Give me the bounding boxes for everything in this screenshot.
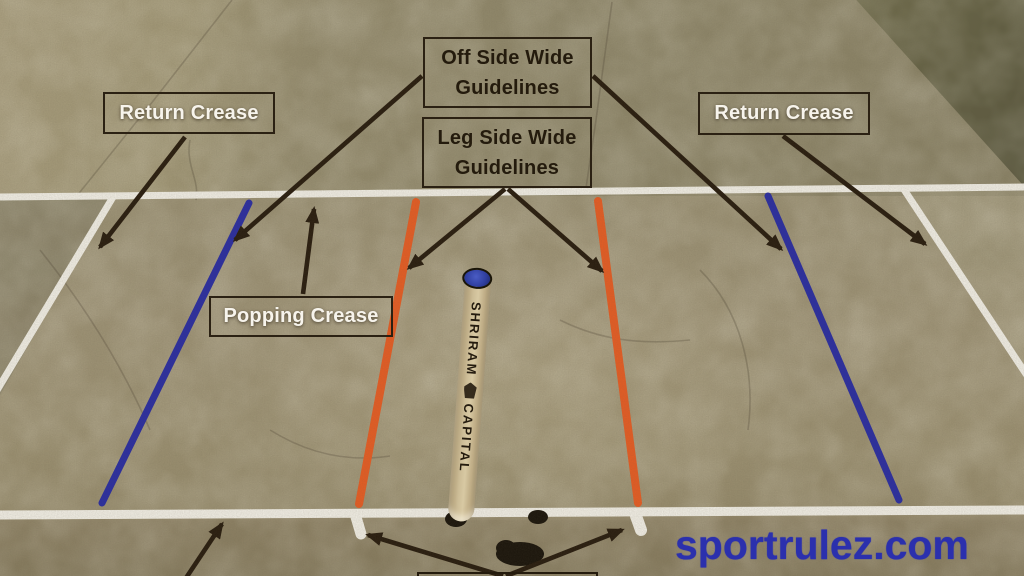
stump-brand-bottom: CAPITAL bbox=[456, 402, 477, 474]
label-popping-crease: Popping Crease bbox=[209, 296, 393, 337]
stump-brand-top: SHRIRAM bbox=[463, 301, 484, 377]
site-watermark: sportrulez.com bbox=[675, 522, 969, 568]
label-leg-side-wide-guidelines: Leg Side Wide Guidelines bbox=[422, 117, 592, 188]
stump-brand-logo-icon bbox=[463, 382, 477, 399]
label-off-side-wide-guidelines: Off Side Wide Guidelines bbox=[423, 37, 592, 108]
label-return-crease-right: Return Crease bbox=[698, 92, 870, 135]
label-box-cut-off-bottom bbox=[417, 572, 598, 576]
label-return-crease-left: Return Crease bbox=[103, 92, 275, 134]
